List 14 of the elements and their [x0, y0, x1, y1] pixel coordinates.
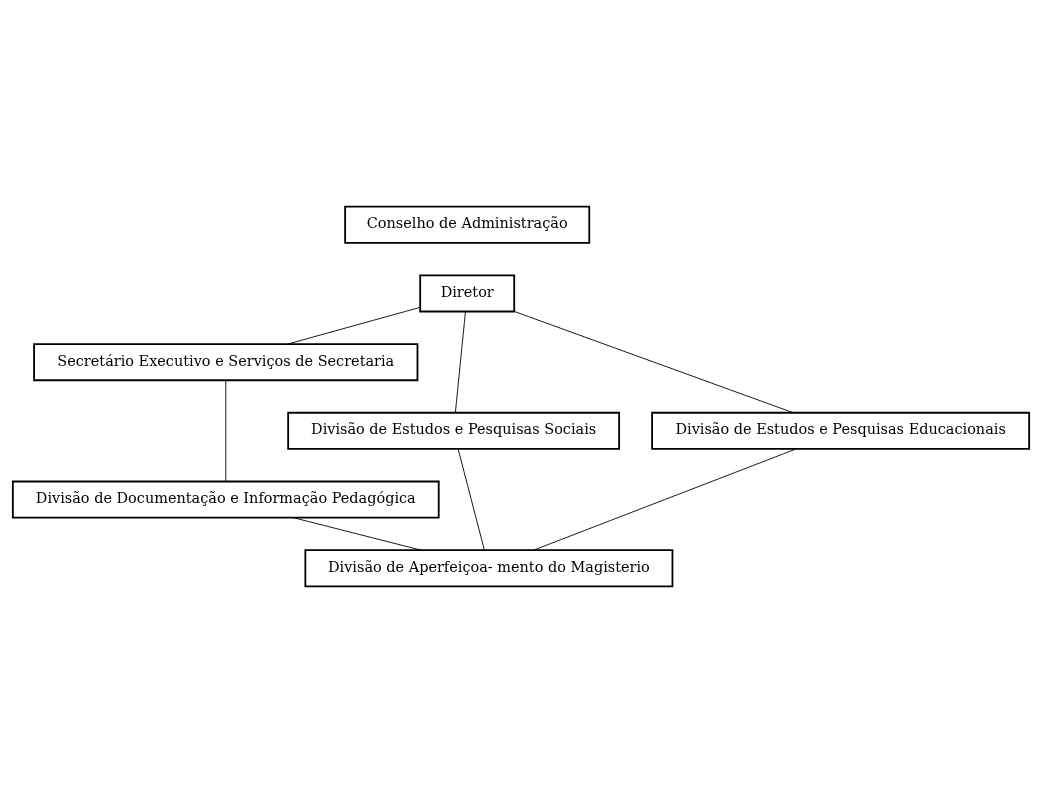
node-box: Divisão de Aperfeiçoa- mento do Magisterio: [304, 548, 674, 587]
node-box: Divisão de Documentação e Informação Pedagógica: [11, 480, 440, 519]
node-box: Conselho de Administração: [344, 205, 591, 244]
node-box: Diretor: [419, 273, 516, 312]
connector: [225, 379, 227, 482]
connector: [457, 448, 485, 550]
connector: [287, 306, 421, 344]
node-box: Secretário Executivo e Serviços de Secretaria: [33, 342, 419, 381]
node-box: Divisão de Estudos e Pesquisas Sociais: [287, 411, 620, 450]
connector: [514, 310, 794, 413]
connector: [533, 448, 797, 551]
node-box: Divisão de Estudos e Pesquisas Educacionais: [651, 411, 1031, 450]
connector: [454, 310, 466, 413]
connector: [293, 516, 422, 551]
